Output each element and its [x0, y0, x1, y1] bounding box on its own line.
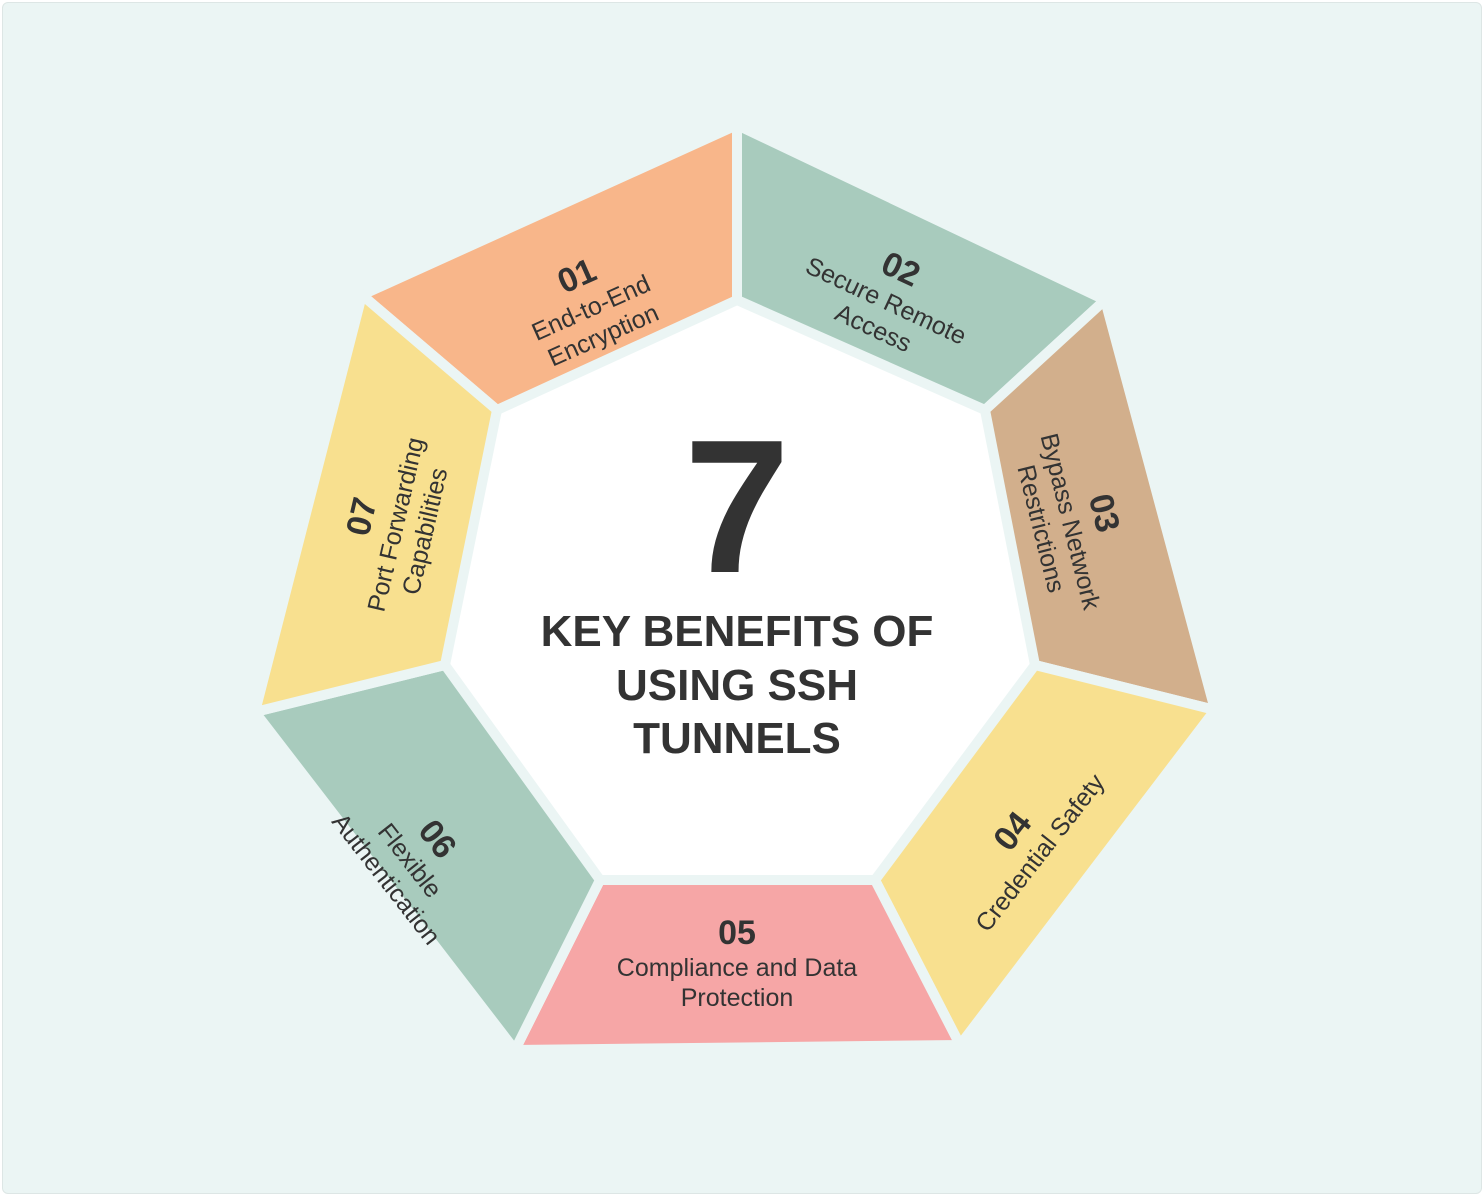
segment-07 — [248, 286, 503, 719]
center-title-line-3: TUNNELS — [633, 714, 841, 763]
center-heptagon — [445, 300, 1035, 880]
center-title-line-2: USING SSH — [616, 661, 858, 710]
segment-number: 07 — [339, 494, 385, 539]
center-title-line-1: KEY BENEFITS OF — [541, 607, 934, 656]
segment-number: 03 — [1081, 490, 1127, 536]
segment-text: Protection — [681, 984, 794, 1012]
center-number: 7 — [684, 401, 790, 613]
segment-number: 05 — [718, 914, 756, 952]
segment-text: Compliance and Data — [617, 954, 858, 982]
